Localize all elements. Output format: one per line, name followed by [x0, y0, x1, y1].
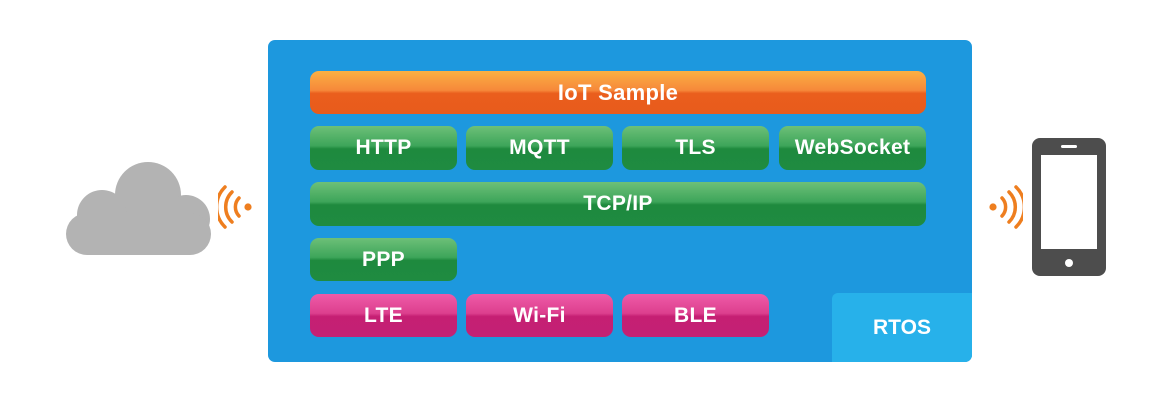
tcp-ip-block: TCP/IP	[310, 182, 926, 226]
cloud-icon	[66, 162, 211, 255]
mqtt-block: MQTT	[466, 126, 613, 170]
websocket-block: WebSocket	[779, 126, 926, 170]
ble-block: BLE	[622, 294, 769, 337]
http-block: HTTP	[310, 126, 457, 170]
lte-block: LTE	[310, 294, 457, 337]
wireless-signal-icon	[218, 185, 252, 229]
rtos-label: RTOS	[832, 293, 972, 362]
wireless-signal-icon	[989, 185, 1023, 229]
ppp-block: PPP	[310, 238, 457, 281]
tls-block: TLS	[622, 126, 769, 170]
wifi-block: Wi-Fi	[466, 294, 613, 337]
smartphone-icon	[1032, 138, 1106, 276]
iot-sample-block: IoT Sample	[310, 71, 926, 114]
